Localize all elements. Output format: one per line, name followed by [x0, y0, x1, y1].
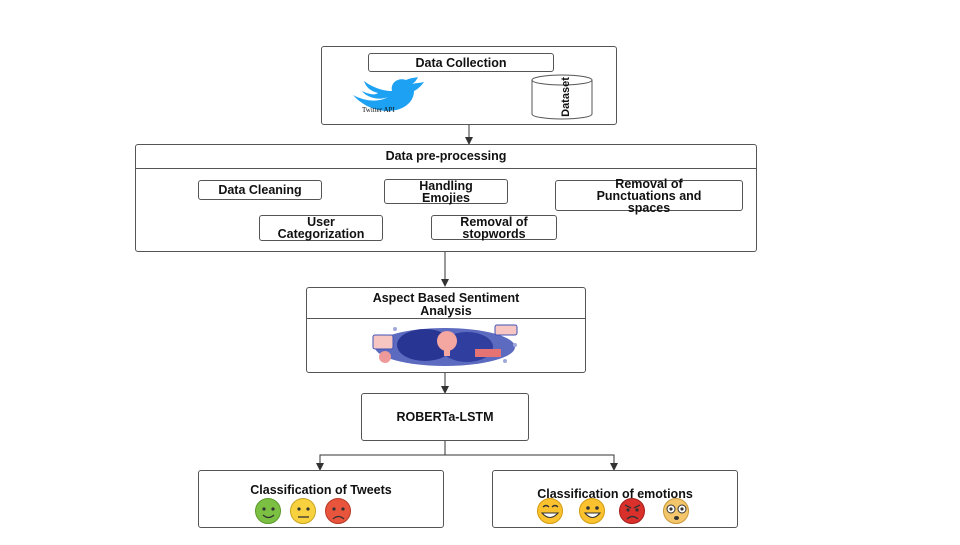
- preprocessing-title: Data pre-processing: [385, 149, 507, 163]
- emotion-face-features: [540, 504, 687, 520]
- preprocessing-header: Data pre-processing: [136, 145, 756, 169]
- data-preprocessing-box: Data pre-processing Data Cleaning Handli…: [135, 144, 757, 252]
- model-box: ROBERTa-LSTM: [361, 393, 529, 441]
- data-collection-box: Data Collection Twitter API Dataset: [321, 46, 617, 125]
- absa-box: Aspect Based Sentiment Analysis: [306, 287, 586, 373]
- model-title: ROBERTa-LSTM: [396, 410, 494, 424]
- dataset-label: Dataset: [559, 77, 572, 117]
- tweets-classification-title: Classification of Tweets: [250, 483, 392, 497]
- brain-analysis-illustration: [372, 324, 518, 366]
- emotions-classification-box: Classification of emotions: [492, 470, 738, 528]
- smiling-face-icon: [579, 498, 605, 524]
- twitter-api-label: Twitter API: [362, 106, 395, 114]
- neutral-face-icon: [290, 498, 316, 524]
- arrow-model-split: [319, 441, 615, 468]
- step-handling-emojis: Handling Emojies: [384, 179, 508, 204]
- dataset-cylinder: Dataset: [531, 74, 593, 120]
- step-data-cleaning: Data Cleaning: [198, 180, 322, 200]
- grinning-face-icon: [537, 498, 563, 524]
- happy-face-icon: [255, 498, 281, 524]
- step-user-categorization: User Categorization: [259, 215, 383, 241]
- sad-face-icon: [325, 498, 351, 524]
- twitter-bird-icon: [353, 77, 424, 111]
- absa-header: Aspect Based Sentiment Analysis: [307, 288, 585, 319]
- emotions-classification-title: Classification of emotions: [537, 487, 693, 501]
- data-collection-title: Data Collection: [368, 53, 554, 72]
- tweet-face-features: [262, 507, 345, 520]
- tweets-classification-box: Classification of Tweets: [198, 470, 444, 528]
- absa-title: Aspect Based Sentiment Analysis: [372, 291, 520, 318]
- step-removal-punctuations: Removal of Punctuations and spaces: [555, 177, 743, 214]
- step-removal-stopwords: Removal of stopwords: [431, 215, 557, 240]
- angry-face-icon: [619, 498, 645, 524]
